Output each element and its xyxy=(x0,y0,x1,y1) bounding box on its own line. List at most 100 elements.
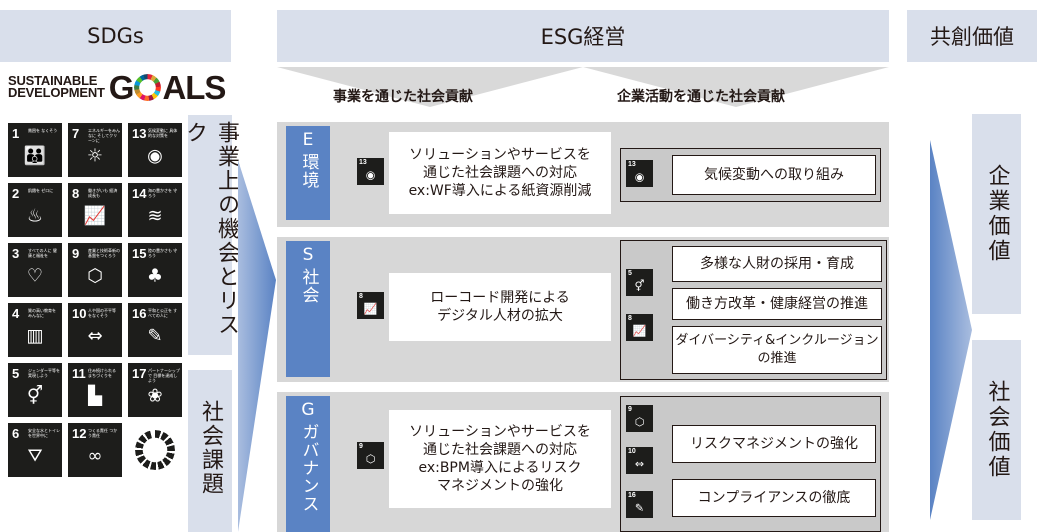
side-label-social-issues: 社会課題 xyxy=(188,370,232,532)
sdg-tile-title: エネルギーをみんなに そしてクリーンに xyxy=(88,128,120,143)
sdg-13-mini-icon: 13 ◉ xyxy=(357,158,384,185)
tree-icon: ♣ xyxy=(146,265,164,287)
logo-als: ALS xyxy=(162,68,226,106)
sdg-tile-title: パートナーシップで 目標を達成しよう xyxy=(148,368,180,383)
heartbeat-icon: ♡ xyxy=(26,265,44,287)
label-s-letter: S xyxy=(302,245,314,265)
sdgs-logo: SUSTAINABLE DEVELOPMENT G ALS xyxy=(8,68,226,106)
equality-icon: ⇔ xyxy=(87,325,103,347)
cubes-icon: ⬡ xyxy=(365,452,376,466)
s-diversity-label: ダイバーシティ&インクルージョン の推進 xyxy=(672,326,882,374)
sdg-tile-6: 6 安全な水とトイレ を世界中に ⛛ xyxy=(8,423,62,477)
sdg-tile-title: 産業と技術革新の 基盤をつくろう xyxy=(88,248,120,258)
mini-num: 13 xyxy=(628,161,636,168)
sdg-tile-number: 1 xyxy=(12,126,20,141)
sdg-tile-title: 住み続けられる まちづくりを xyxy=(88,368,116,378)
subhead-business-contribution: 事業を通じた社会貢献 xyxy=(333,89,473,105)
side-label-kadai-text: 社会課題 xyxy=(198,400,223,496)
arrow-right-to-value xyxy=(930,140,972,520)
eye-globe-icon: ◉ xyxy=(147,145,163,167)
sdg-tile-number: 9 xyxy=(72,246,80,261)
sdg-tile-number: 5 xyxy=(12,366,20,381)
logo-line-1: SUSTAINABLE xyxy=(8,73,98,88)
sdg-tile-number: 16 xyxy=(132,306,147,321)
panel-environment: E 環境 13 ◉ ソリューションやサービスを 通じた社会課題への対応 ex:W… xyxy=(277,122,889,227)
s-business-text: ローコード開発による デジタル人材の拡大 xyxy=(389,273,611,341)
header-esg-management: ESG経営 xyxy=(277,10,889,62)
label-g: G ガバナンス xyxy=(286,396,330,532)
sdg-tile-number: 10 xyxy=(72,306,87,321)
sdg-tile-number: 8 xyxy=(72,186,80,201)
growth-chart-icon: 📈 xyxy=(363,302,378,316)
equality-icon: ⇔ xyxy=(634,457,645,471)
mini-num: 9 xyxy=(628,406,632,413)
mini-num: 8 xyxy=(628,315,632,322)
sdg-16-mini-icon: 16 ✎ xyxy=(626,491,653,518)
mini-num: 8 xyxy=(359,293,363,300)
water-drop-icon: ⛛ xyxy=(27,445,43,467)
sdg-tile-title: 気候変動に 具体的な対策を xyxy=(148,128,178,138)
sdg-tile-title: つくる責任 つかう責任 xyxy=(88,428,118,438)
sdg-tile-number: 6 xyxy=(12,426,20,441)
fish-icon: ≋ xyxy=(147,205,163,227)
dove-icon: ✎ xyxy=(634,501,645,515)
e-business-text: ソリューションやサービスを 通じた社会課題への対応 ex:WF導入による紙資源削… xyxy=(389,132,611,214)
side-label-business-opportunity-risk: 事業上の機会とリスク xyxy=(182,115,239,355)
sdg-tile-title: 飢餓を ゼロに xyxy=(28,188,54,193)
sdg-tile-title: 陸の豊かさも 守ろう xyxy=(148,248,178,258)
sdg-tile-title: 質の高い教育を みんなに xyxy=(28,308,56,318)
sdg-tile-title: すべての人に 健康と福祉を xyxy=(28,248,57,258)
value-corporate: 企業価値 xyxy=(972,114,1021,314)
gender-icon: ⚥ xyxy=(634,279,645,293)
label-e-letter: E xyxy=(302,130,314,150)
s-diverse-talent-label: 多様な人財の採用・育成 xyxy=(672,246,882,282)
label-g-name: ガバナンス xyxy=(298,423,319,513)
growth-chart-icon: 📈 xyxy=(83,205,107,227)
mini-num: 5 xyxy=(628,270,632,277)
sdg-8-mini-icon: 8 📈 xyxy=(626,314,653,341)
sdg-tile-title: ジェンダー平等を 実現しよう xyxy=(28,368,60,378)
sdg-tile-number: 17 xyxy=(132,366,147,381)
label-s: S 社会 xyxy=(286,241,330,377)
sdg-13-mini-icon: 13 ◉ xyxy=(626,160,653,187)
sdg-tile-number: 14 xyxy=(132,186,147,201)
sdg-tile-1: 1 貧困を なくそう 👪 xyxy=(8,123,62,177)
sdg-tile-title: 平和と公正を すべての人に xyxy=(148,308,178,318)
gender-icon: ⚥ xyxy=(26,385,44,407)
sdg-10-mini-icon: 10 ⇔ xyxy=(626,447,653,474)
eye-globe-icon: ◉ xyxy=(365,168,376,182)
sdg-tile-number: 15 xyxy=(132,246,147,261)
dove-icon: ✎ xyxy=(147,325,163,347)
g-business-text: ソリューションやサービスを 通じた社会課題への対応 ex:BPM導入によるリスク… xyxy=(389,410,611,508)
logo-line-2: DEVELOPMENT xyxy=(8,85,105,100)
family-icon: 👪 xyxy=(23,145,47,167)
sdg-tile-number: 2 xyxy=(12,186,20,201)
g-corporate-box: 9 ⬡ 10 ⇔ 16 ✎ リスクマネジメントの強化 コンプライアンスの徹底 xyxy=(620,396,881,532)
sdg-9-mini-icon: 9 ⬡ xyxy=(357,442,384,469)
sdg-tile-number: 13 xyxy=(132,126,147,141)
label-g-letter: G xyxy=(301,400,315,420)
label-e-name: 環境 xyxy=(298,153,319,189)
mini-num: 13 xyxy=(359,159,367,166)
sdg-wheel-tile xyxy=(128,423,182,477)
growth-chart-icon: 📈 xyxy=(632,324,647,338)
sdg-tile-number: 12 xyxy=(72,426,87,441)
label-s-name: 社会 xyxy=(298,268,319,304)
sdg-wheel-icon xyxy=(135,430,175,470)
sdg-tile-title: 貧困を なくそう xyxy=(28,128,58,133)
arrow-down-chevrons xyxy=(277,67,889,107)
sun-icon: ☼ xyxy=(86,145,104,167)
sdg-tile-title: 安全な水とトイレ を世界中に xyxy=(28,428,60,438)
sdg-tile-5: 5 ジェンダー平等を 実現しよう ⚥ xyxy=(8,363,62,417)
mini-num: 16 xyxy=(628,492,636,499)
